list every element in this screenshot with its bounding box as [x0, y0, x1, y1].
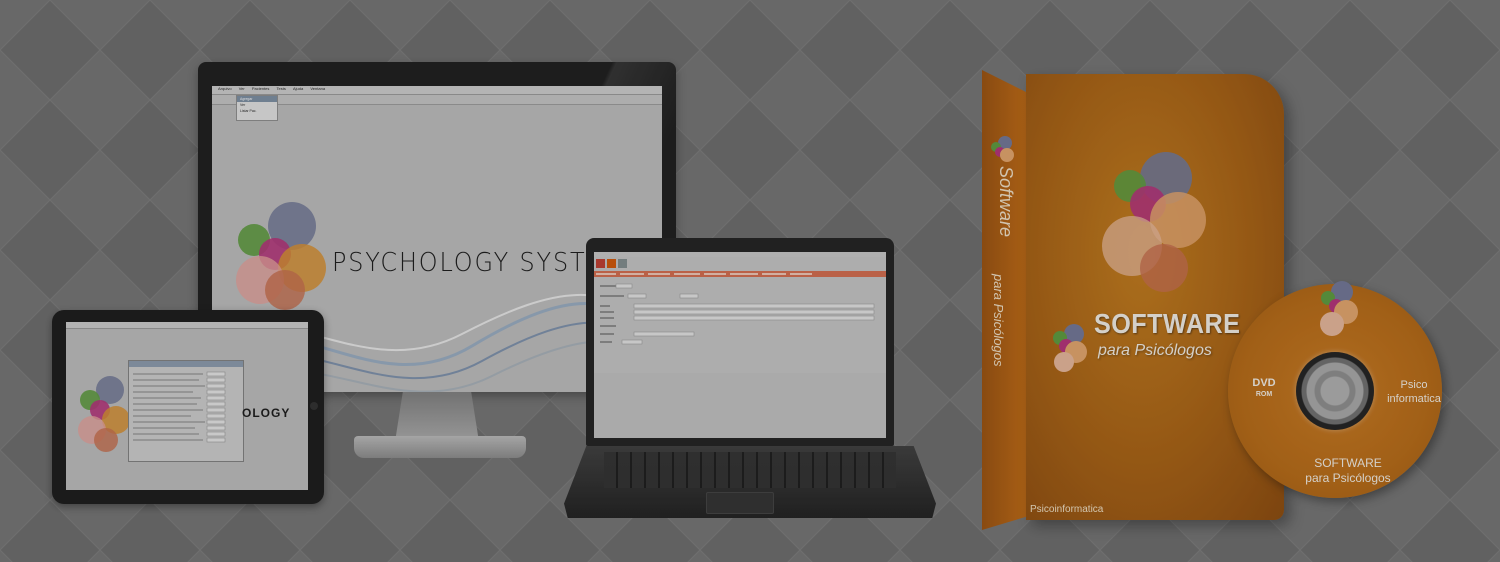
rom-logo-text: ROM — [1255, 391, 1273, 398]
spine-title: Software — [996, 166, 1016, 238]
toolbar-save-icon[interactable] — [607, 259, 616, 268]
spine-subtitle: para Psicólogos — [991, 274, 1006, 367]
monitor-stand-base — [354, 436, 526, 458]
dropdown-item-agregar[interactable]: Agregar — [237, 96, 277, 102]
disc-title: SOFTWARE para Psicólogos — [1290, 456, 1406, 486]
disc-brand-line2: informatica — [1387, 393, 1441, 405]
spine-head-icon — [991, 136, 1014, 162]
box-brand: Psicoinformatica — [1030, 504, 1104, 515]
box-title: SOFTWARE — [1094, 308, 1241, 339]
monitor-dropdown-menu: Agregar Ver Listar Pac. — [236, 95, 278, 121]
tablet-dialog-window — [128, 360, 244, 462]
laptop-touchpad[interactable] — [706, 492, 774, 514]
monitor-menubar: Arquivo Ver Pacientes Tests Ajuda Ventan… — [212, 86, 662, 95]
disc-title-line2: para Psicólogos — [1305, 471, 1391, 485]
disc-title-line1: SOFTWARE — [1314, 456, 1382, 470]
menu-ventana[interactable]: Ventana — [310, 86, 326, 91]
product-box-front — [1026, 74, 1284, 520]
laptop-toolbar — [594, 257, 886, 272]
colorful-head-icon — [1102, 152, 1206, 292]
dropdown-item-listar[interactable]: Listar Pac. — [240, 109, 257, 113]
menu-ayuda[interactable]: Ajuda — [293, 86, 304, 91]
disc-brand-line1: Psico — [1400, 379, 1428, 391]
laptop-patient-form — [594, 277, 886, 373]
disc-head-icon — [1320, 281, 1358, 336]
toolbar-print-icon[interactable] — [618, 259, 627, 268]
laptop-keyboard[interactable] — [604, 452, 896, 488]
tablet-screen: OLOGY — [66, 322, 308, 490]
box-subtitle: para Psicólogos — [1098, 342, 1212, 359]
dvd-rom-logo: DVD ROM — [1252, 378, 1276, 400]
disc-brand: Psico informatica — [1378, 378, 1450, 406]
title-head-icon — [1053, 324, 1087, 372]
menu-pacientes[interactable]: Pacientes — [251, 86, 270, 91]
tablet-topbar — [66, 322, 308, 329]
toolbar-close-icon[interactable] — [596, 259, 605, 268]
tablet-dialog-titlebar[interactable] — [129, 361, 243, 367]
colorful-head-icon — [78, 376, 130, 452]
laptop-screen — [594, 252, 886, 438]
menu-ver[interactable]: Ver — [238, 86, 245, 91]
dvd-logo-text: DVD — [1252, 377, 1276, 389]
monitor-stand-neck — [395, 392, 479, 438]
tablet-home-button[interactable] — [310, 402, 318, 410]
laptop-window-titlebar — [594, 252, 886, 257]
dropdown-item-ver[interactable]: Ver — [240, 103, 246, 107]
monitor-brand-title: PSYCHOLOGY SYST — [332, 248, 587, 278]
monitor-toolbar — [212, 95, 662, 105]
laptop-tab-strip — [594, 271, 886, 277]
menu-tests[interactable]: Tests — [276, 86, 286, 91]
menu-archivo[interactable]: Arquivo — [218, 86, 232, 91]
tablet-dialog-form-rows — [133, 371, 226, 443]
disc-hub-ring — [1296, 352, 1374, 430]
colorful-head-icon — [236, 202, 326, 310]
tablet-brand-fragment: OLOGY — [242, 406, 291, 420]
